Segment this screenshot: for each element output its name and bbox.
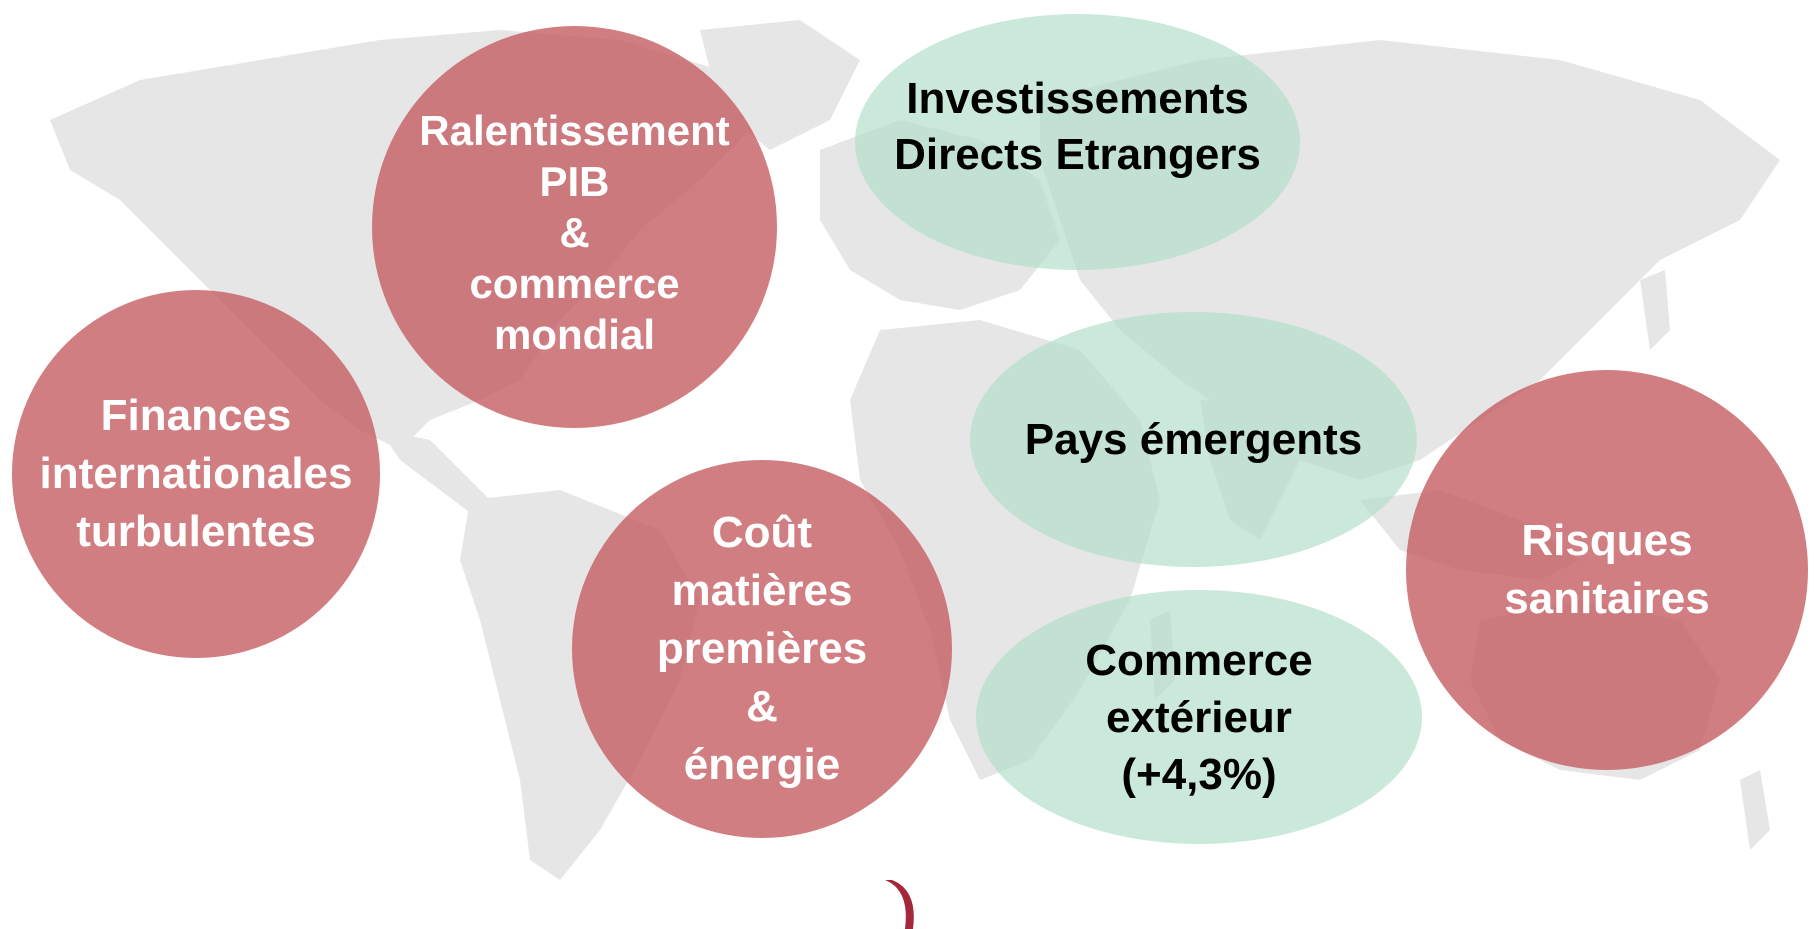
bubble-cout-line-1: Coût	[711, 508, 813, 557]
map-central-america	[380, 430, 500, 520]
bubble-cout-line-4: &	[746, 682, 778, 731]
bubble-risques-sanitaires: Risques sanitaires	[1406, 370, 1808, 770]
bubble-finances-line-1: Finances	[100, 391, 292, 440]
bubble-ide-line-2: Directs Etrangers	[894, 130, 1261, 179]
bubble-finances-internationales: Finances internationales turbulentes	[12, 290, 380, 658]
bubble-pays-line-1: Pays émergents	[1024, 414, 1363, 464]
bubble-ralentissement-line-5: mondial	[493, 310, 655, 358]
bubble-cout-line-2: matières	[671, 566, 853, 615]
bubble-ralentissement-pib: Ralentissement PIB & commerce mondial	[372, 26, 777, 428]
bubble-commerce-line-1: Commerce	[1085, 635, 1313, 685]
bubble-ralentissement-line-1: Ralentissement	[419, 106, 730, 154]
map-new-zealand	[1740, 770, 1770, 850]
bubble-commerce-exterieur: Commerce extérieur (+4,3%)	[976, 590, 1422, 844]
bubble-cout-line-3: premières	[656, 624, 868, 673]
bubble-cout-matieres: Coût matières premières & énergie	[572, 460, 952, 838]
bubble-ralentissement-line-4: commerce	[469, 259, 680, 307]
bubble-ralentissement-line-3: &	[559, 208, 590, 256]
bubble-cout-line-5: énergie	[683, 740, 841, 789]
bubble-investissements-directs: Investissements Directs Etrangers	[855, 14, 1300, 270]
bubble-pays-emergents: Pays émergents	[970, 312, 1417, 567]
accent-swoosh-icon	[885, 880, 914, 929]
bubble-commerce-line-3: (+4,3%)	[1121, 749, 1277, 799]
bubble-finances-line-2: internationales	[39, 449, 353, 498]
bubble-ide-line-1: Investissements	[906, 74, 1249, 123]
bubble-commerce-line-2: extérieur	[1106, 692, 1292, 742]
bubble-finances-line-3: turbulentes	[76, 507, 316, 556]
bubble-ralentissement-line-2: PIB	[539, 157, 610, 205]
map-japan	[1640, 270, 1670, 350]
bubble-risques-line-1: Risques	[1521, 516, 1693, 565]
bubble-risques-line-2: sanitaires	[1504, 574, 1710, 623]
